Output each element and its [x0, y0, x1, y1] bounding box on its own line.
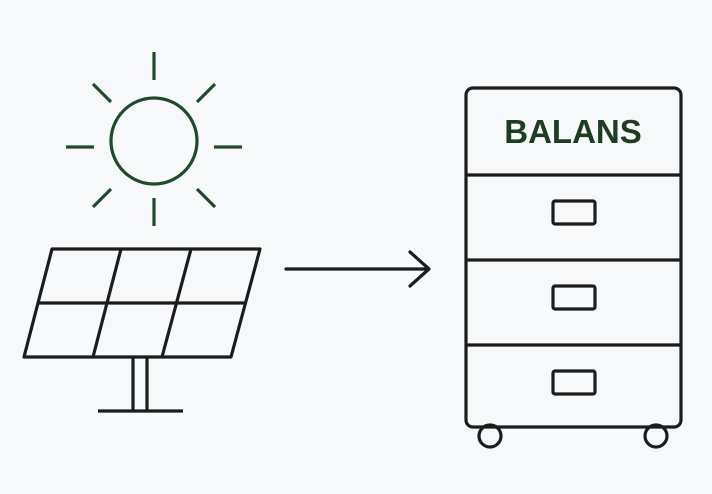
battery-cabinet-icon — [464, 86, 683, 449]
sun-ray — [91, 82, 113, 104]
battery-wheel — [643, 423, 669, 449]
arrow-head — [408, 250, 431, 288]
battery-cabinet-body — [464, 86, 683, 429]
solar-panel-divider — [160, 248, 193, 358]
battery-module-handle — [551, 199, 597, 226]
sun-ray — [91, 187, 113, 209]
solar-panel-divider — [91, 248, 123, 358]
battery-wheel — [477, 423, 503, 449]
sun-ray — [195, 82, 217, 104]
sun-ray — [195, 187, 217, 209]
battery-brand-label: BALANS — [504, 113, 642, 150]
sun-disc — [109, 96, 199, 186]
solar-panel-icon — [22, 247, 262, 413]
arrow-right-icon — [284, 250, 431, 288]
sun-icon — [66, 52, 242, 226]
battery-module-handle — [551, 369, 597, 396]
battery-module-handle — [551, 284, 597, 311]
